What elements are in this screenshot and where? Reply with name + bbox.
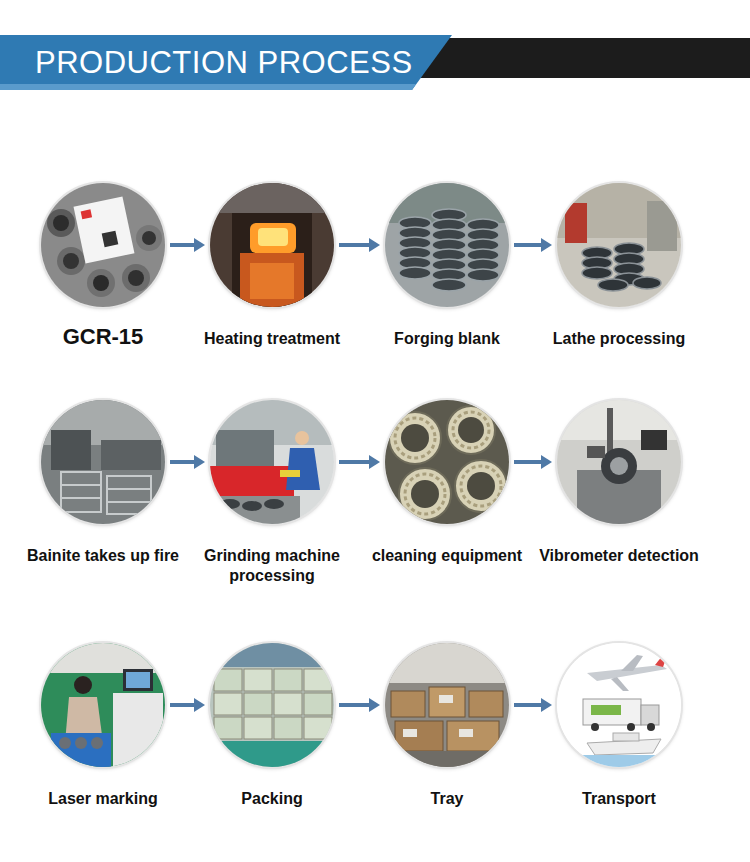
banner-title: PRODUCTION PROCESS (35, 43, 413, 83)
step-label: cleaning equipment (347, 546, 547, 566)
step-photo (557, 400, 681, 524)
flow-arrow (170, 455, 205, 469)
flow-arrow (514, 698, 552, 712)
process-step: Forging blank (385, 183, 509, 307)
step-illustration (41, 400, 165, 524)
flow-arrow (339, 238, 380, 252)
step-illustration (557, 643, 681, 767)
step-photo (41, 643, 165, 767)
process-step: Grinding machine processing (210, 400, 334, 524)
step-photo (210, 183, 334, 307)
flow-arrow (339, 455, 380, 469)
step-illustration (557, 183, 681, 307)
step-label: Laser marking (3, 789, 203, 809)
step-illustration (385, 643, 509, 767)
process-step: Transport (557, 643, 681, 767)
step-photo (557, 643, 681, 767)
step-illustration (41, 643, 165, 767)
process-step: Tray (385, 643, 509, 767)
step-illustration (210, 400, 334, 524)
flow-arrow (170, 238, 205, 252)
step-illustration (41, 183, 165, 307)
step-illustration (210, 643, 334, 767)
step-photo (41, 400, 165, 524)
step-label: Transport (519, 789, 719, 809)
step-label: Forging blank (347, 329, 547, 349)
step-label: GCR-15 (3, 324, 203, 350)
step-illustration (385, 400, 509, 524)
step-photo (41, 183, 165, 307)
step-photo (385, 400, 509, 524)
step-photo (210, 400, 334, 524)
step-illustration (385, 183, 509, 307)
step-label: Packing (172, 789, 372, 809)
process-step: Vibrometer detection (557, 400, 681, 524)
step-photo (385, 183, 509, 307)
flow-arrow (170, 698, 205, 712)
step-label: Bainite takes up fire (3, 546, 203, 566)
step-label: Tray (347, 789, 547, 809)
flow-arrow (514, 238, 552, 252)
step-label: Heating treatment (172, 329, 372, 349)
step-illustration (210, 183, 334, 307)
flow-arrow (514, 455, 552, 469)
process-step: Heating treatment (210, 183, 334, 307)
step-label: Lathe processing (519, 329, 719, 349)
process-step: Laser marking (41, 643, 165, 767)
step-illustration (557, 400, 681, 524)
process-step: Lathe processing (557, 183, 681, 307)
process-step: Packing (210, 643, 334, 767)
step-photo (557, 183, 681, 307)
step-photo (385, 643, 509, 767)
process-step: cleaning equipment (385, 400, 509, 524)
process-step: GCR-15 (41, 183, 165, 307)
step-photo (210, 643, 334, 767)
step-label: Grinding machine processing (192, 546, 352, 586)
process-step: Bainite takes up fire (41, 400, 165, 524)
step-label: Vibrometer detection (519, 546, 719, 566)
flow-arrow (339, 698, 380, 712)
